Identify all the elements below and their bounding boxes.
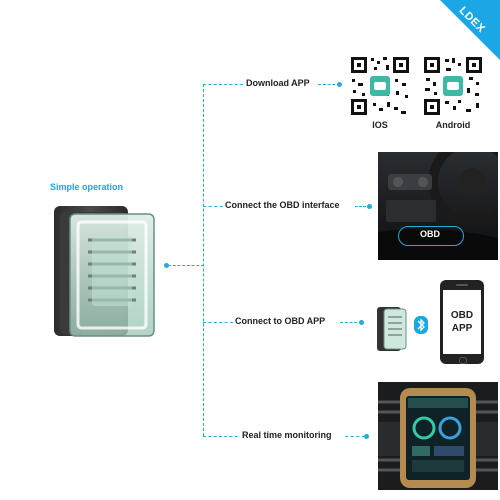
monitoring-photo <box>378 382 498 490</box>
qr-ios-label: IOS <box>372 120 388 130</box>
qr-android-label: Android <box>435 120 471 130</box>
obd-device-illustration <box>52 202 162 342</box>
step-label-connect-app: Connect to OBD APP <box>233 316 328 326</box>
step3-dot <box>359 320 364 325</box>
step1-line-right <box>318 84 340 85</box>
qr-code-icon <box>422 55 484 117</box>
phone-speaker <box>456 284 468 286</box>
obd-adapter-icon <box>54 206 155 337</box>
device-connector-line <box>168 265 204 266</box>
step2-line-right <box>355 206 370 207</box>
page-title: Simple operation <box>50 182 124 192</box>
phone-screen <box>443 290 481 354</box>
step3-line-right <box>340 322 362 323</box>
bluetooth-icon <box>414 316 428 334</box>
car-interior-photo: OBD <box>378 137 500 260</box>
step4-line <box>203 436 243 437</box>
obd-port-highlight <box>398 226 464 246</box>
phone-icon: OBD APP <box>440 280 484 364</box>
brand-corner-triangle <box>440 0 500 60</box>
step-label-monitoring: Real time monitoring <box>240 430 334 440</box>
qr-code-icon <box>349 55 411 117</box>
brand-corner-ribbon: LDEX <box>440 0 500 60</box>
step1-dot <box>337 82 342 87</box>
phone-app-text-1: OBD <box>450 310 474 321</box>
small-obd-adapter <box>376 305 408 353</box>
obd-adapter-icon <box>377 307 407 351</box>
spine-line <box>203 84 204 436</box>
car-obd-label: OBD <box>420 229 440 239</box>
step-label-connect-interface: Connect the OBD interface <box>223 200 342 210</box>
qr-android[interactable] <box>422 55 484 117</box>
step2-line <box>203 206 223 207</box>
step4-line-right <box>345 436 365 437</box>
qr-ios[interactable] <box>349 55 411 117</box>
phone-home-button <box>459 357 467 364</box>
step4-dot <box>364 434 369 439</box>
step1-line <box>203 84 243 85</box>
step2-dot <box>367 204 372 209</box>
step3-line <box>203 322 233 323</box>
device-connector-dot <box>164 263 169 268</box>
phone-app-text-2: APP <box>451 323 473 334</box>
step-label-download: Download APP <box>244 78 312 88</box>
